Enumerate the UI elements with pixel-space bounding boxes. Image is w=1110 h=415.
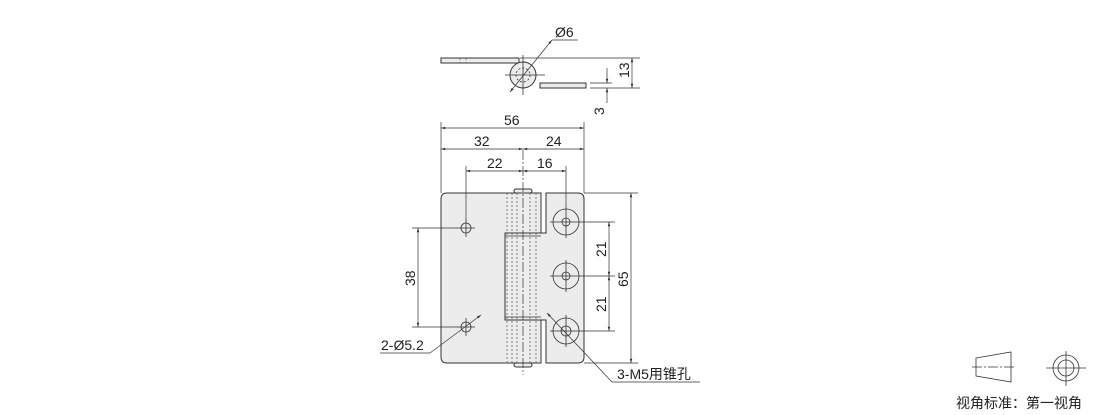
cone-icon bbox=[975, 351, 1012, 383]
dim-height: 13 bbox=[616, 62, 632, 78]
left-holes bbox=[457, 219, 475, 336]
dim-left-hole-offset: 22 bbox=[487, 155, 503, 171]
right-leaf bbox=[504, 192, 585, 364]
dim-overall-width: 56 bbox=[504, 112, 520, 128]
dim-left-hole-pitch: 38 bbox=[402, 270, 418, 286]
bottom-leaf bbox=[539, 82, 587, 89]
first-angle-projection-symbol: 视角标准：第一视角 bbox=[956, 351, 1086, 411]
left-hole-callout: 2-Ø5.2 bbox=[381, 337, 424, 353]
dim-right-pitch-1: 21 bbox=[593, 241, 609, 257]
dim-overall-height: 65 bbox=[615, 271, 631, 287]
right-holes bbox=[550, 206, 582, 347]
right-hole-callout: 3-M5用锥孔 bbox=[617, 366, 691, 382]
top-leaf bbox=[440, 57, 520, 64]
dim-right-width: 24 bbox=[546, 133, 562, 149]
projection-label: 视角标准：第一视角 bbox=[956, 395, 1082, 411]
dim-left-width: 32 bbox=[474, 133, 490, 149]
front-view: 56 32 24 22 16 38 21 21 65 2-Ø5.2 3-M5用锥… bbox=[380, 112, 700, 383]
dim-thickness: 3 bbox=[591, 107, 607, 115]
dim-right-pitch-2: 21 bbox=[593, 296, 609, 312]
dim-pin-diameter: Ø6 bbox=[555, 24, 574, 40]
top-view: Ø6 13 3 bbox=[440, 24, 640, 115]
dim-right-hole-offset: 16 bbox=[537, 155, 553, 171]
